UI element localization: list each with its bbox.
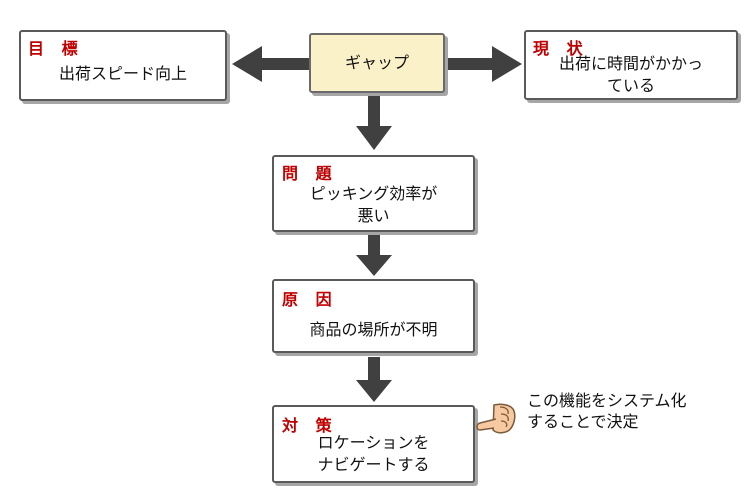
goal-box: 目 標 出荷スピード向上	[19, 30, 227, 101]
solution-box: 対 策 ロケーションを ナビゲートする	[272, 405, 475, 483]
arrow-down-2	[356, 235, 392, 276]
solution-text: ロケーションを ナビゲートする	[317, 433, 430, 474]
arrow-right	[444, 46, 522, 82]
cause-text: 商品の場所が不明	[309, 320, 438, 339]
annotation-note: この機能をシステム化 することで決定	[527, 391, 687, 431]
problem-text: ピッキング効率が 悪い	[309, 184, 438, 225]
gap-box: ギャップ	[309, 33, 445, 93]
cause-box: 原 因 商品の場所が不明	[272, 279, 475, 353]
arrow-down-3	[356, 357, 392, 402]
current-text: 出荷に時間がかかっ ている	[558, 54, 703, 95]
gap-text: ギャップ	[344, 53, 409, 72]
pointing-hand-icon	[476, 403, 516, 434]
problem-box: 問 題 ピッキング効率が 悪い	[272, 155, 475, 232]
arrow-down-1	[356, 92, 392, 150]
problem-tag: 問 題	[282, 164, 338, 183]
goal-tag: 目 標	[28, 39, 84, 58]
current-tag: 現 状	[533, 39, 589, 58]
arrow-left	[232, 46, 310, 82]
solution-tag: 対 策	[282, 416, 338, 435]
goal-text: 出荷スピード向上	[58, 64, 187, 83]
current-box: 現 状 出荷に時間がかかっ ている	[524, 30, 738, 100]
cause-tag: 原 因	[282, 290, 338, 309]
